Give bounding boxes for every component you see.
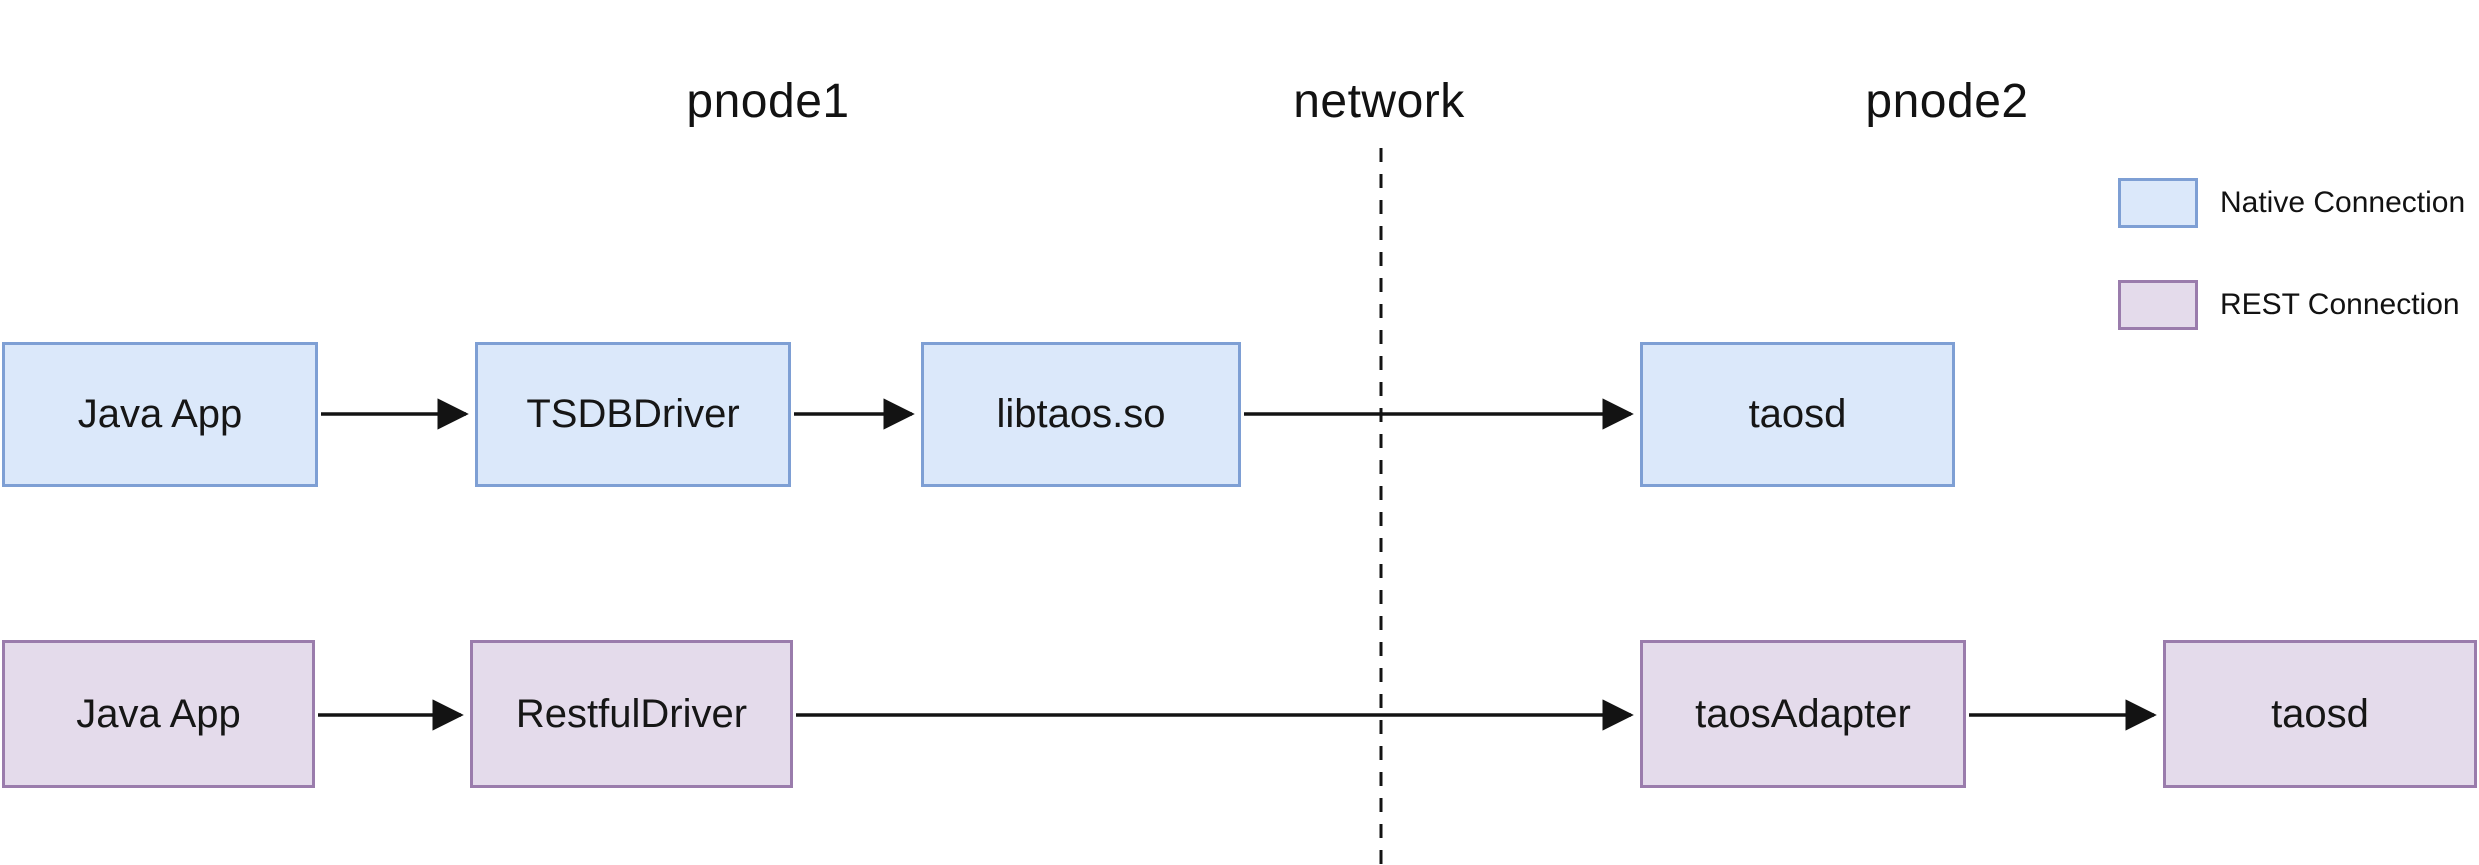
node-rest-taosd: taosd xyxy=(2163,640,2477,788)
node-label: taosd xyxy=(2271,691,2369,736)
node-native-tsdbdriver: TSDBDriver xyxy=(475,342,791,487)
node-label: TSDBDriver xyxy=(526,392,740,436)
node-label: Java App xyxy=(76,691,241,736)
node-native-java-app: Java App xyxy=(2,342,318,487)
legend-label-native-connection: Native Connection xyxy=(2220,186,2466,219)
node-label: taosd xyxy=(1748,392,1847,436)
zone-label-pnode1: pnode1 xyxy=(686,75,850,128)
legend-label-rest-connection: REST Connection xyxy=(2220,288,2460,321)
node-native-libtaos-so: libtaos.so xyxy=(921,342,1241,487)
legend-swatch-rest-connection xyxy=(2118,280,2198,330)
node-label: Java App xyxy=(77,392,243,436)
node-rest-java-app: Java App xyxy=(2,640,315,788)
zone-label-pnode2: pnode2 xyxy=(1865,75,2029,128)
node-label: RestfulDriver xyxy=(515,691,748,736)
legend-swatch-native-connection xyxy=(2118,178,2198,228)
zone-label-network: network xyxy=(1293,75,1465,128)
node-label: taosAdapter xyxy=(1695,691,1911,736)
node-label: libtaos.so xyxy=(996,392,1166,436)
node-rest-restfuldriver: RestfulDriver xyxy=(470,640,793,788)
node-native-taosd: taosd xyxy=(1640,342,1955,487)
node-rest-taosadapter: taosAdapter xyxy=(1640,640,1966,788)
